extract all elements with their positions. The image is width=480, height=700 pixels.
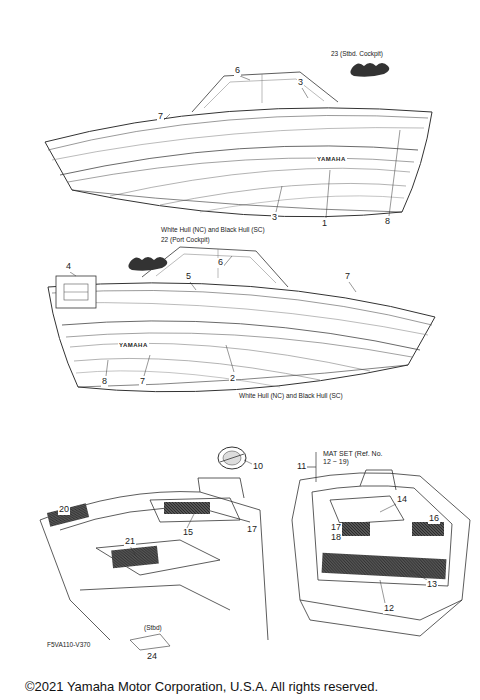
callout-number: 20: [58, 505, 70, 515]
hull-note: 23 (Stbd. Cockpit): [330, 50, 384, 57]
cockpit-decal: [350, 63, 389, 77]
callout-number: 21: [124, 537, 136, 547]
callout-number: 2: [229, 374, 236, 384]
hull-note: (Stbd): [143, 624, 163, 631]
steering-wheel: [218, 447, 246, 469]
logo-text: YAMAHA: [316, 156, 347, 163]
callout-number: 14: [396, 495, 408, 505]
callout-number: 10: [252, 462, 264, 472]
cockpit-decal: [128, 257, 167, 271]
inset: [56, 276, 96, 308]
port-hull: [48, 247, 435, 392]
starboard-hull: [45, 72, 432, 217]
kit-note: MAT SET (Ref. No. 12 ~ 19): [322, 450, 386, 465]
callout-number: 8: [101, 377, 108, 387]
callout-number: 7: [344, 272, 351, 282]
copyright-note: ©2021 Yamaha Motor Corporation, U.S.A. A…: [24, 680, 379, 694]
hull-note: 22 (Port Cockpit): [160, 236, 211, 243]
callout-number: 3: [297, 78, 304, 88]
callout-number: 12: [383, 604, 395, 614]
callout-number: 17: [330, 523, 342, 533]
callout-number: 7: [139, 377, 146, 387]
hull-note: F5VA110-V370: [46, 641, 91, 648]
callout-number: 16: [428, 514, 440, 524]
leader-lines: [66, 76, 430, 603]
logo-text: YAMAHA: [118, 342, 149, 349]
callout-number: 6: [217, 258, 224, 268]
callout-number: 15: [182, 528, 194, 538]
callout-number: 3: [271, 213, 278, 223]
callout-number: 5: [185, 272, 192, 282]
hull-note: White Hull (NC) and Black Hull (SC): [160, 226, 266, 233]
callout-number: 7: [157, 112, 164, 122]
callout-number: 1: [321, 219, 328, 229]
hull-note: White Hull (NC) and Black Hull (SC): [238, 392, 344, 399]
callout-number: 17: [246, 525, 258, 535]
callout-number: 24: [146, 652, 158, 662]
callout-number: 8: [384, 217, 391, 227]
callout-number: 13: [426, 580, 438, 590]
stern-cockpit: [292, 470, 470, 636]
callout-number: 18: [330, 533, 342, 543]
bow-cockpit: [40, 478, 268, 640]
callout-number: 4: [65, 262, 72, 272]
callout-number: 11: [296, 462, 307, 472]
callout-number: 6: [234, 66, 241, 76]
